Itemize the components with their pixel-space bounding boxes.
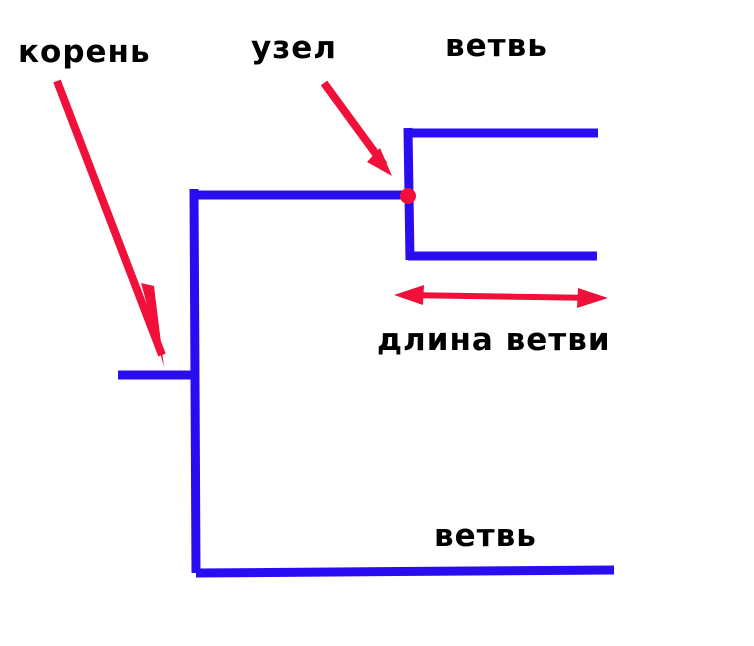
node-label: узел xyxy=(251,30,337,66)
branch-label-top: ветвь xyxy=(445,28,548,64)
branch-label-bottom: ветвь xyxy=(434,518,537,554)
branch-length-arrow-left-head xyxy=(394,285,424,305)
node-arrow-head xyxy=(367,148,392,176)
branch-length-label: длина ветви xyxy=(377,322,611,358)
branch-length-arrow-right-head xyxy=(577,288,608,308)
main-vertical-branch xyxy=(189,188,201,574)
branch-length-arrow-shaft xyxy=(403,292,599,301)
root-label: корень xyxy=(18,34,151,70)
annotations xyxy=(53,79,608,367)
lower-branch xyxy=(195,565,615,578)
node-arrow-shaft xyxy=(320,80,388,168)
node-marker xyxy=(400,188,416,204)
root-arrow-shaft xyxy=(53,79,166,357)
root-arrow-head xyxy=(141,283,164,367)
